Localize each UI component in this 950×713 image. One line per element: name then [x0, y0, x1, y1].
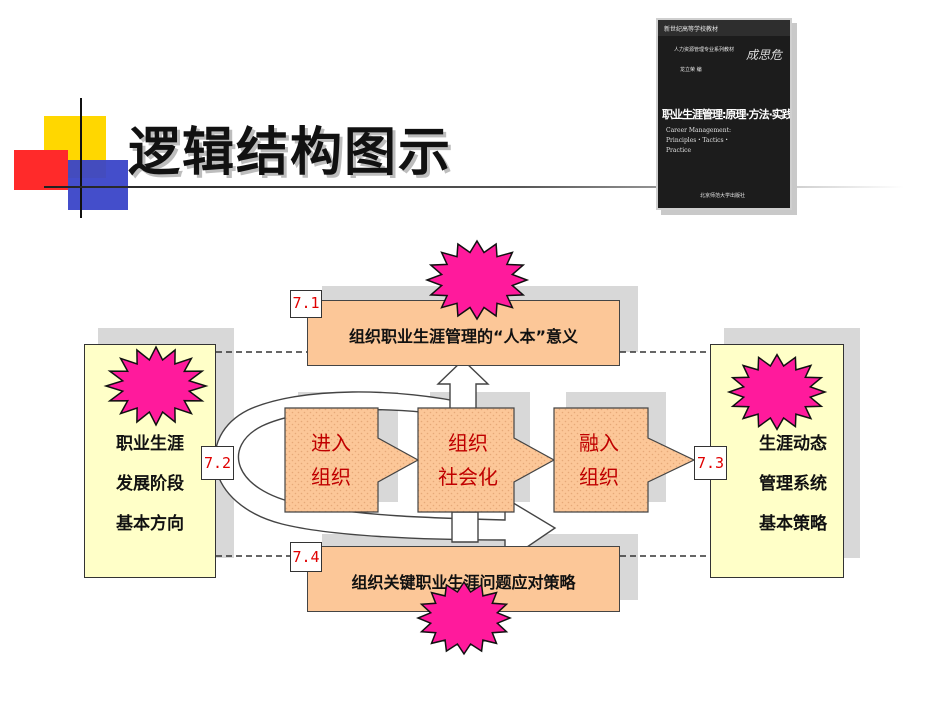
stage-label-line: 社会化 [438, 465, 498, 489]
book-editor: 龙立荣 编 [680, 67, 702, 73]
section-number-7-2: 7.2 [201, 446, 234, 480]
right-box-line: 管理系统 [759, 474, 827, 494]
book-title-en-line: Principles・Tactics・ [666, 137, 730, 144]
title-decor-vertical-line [80, 98, 82, 218]
title-decor-blue-square [68, 160, 128, 210]
section-number-7-1: 7.1 [290, 290, 322, 318]
stage-arrow-icon [284, 407, 420, 513]
left-box-line: 职业生涯 [116, 434, 184, 454]
starburst-icon [726, 353, 828, 431]
book-title-en-line: Practice [666, 147, 692, 154]
book-author: 成思危 [745, 48, 782, 62]
book-series-sub: 人力资源管理专业系列教材 [674, 47, 735, 53]
stage-label-integrate: 融入 组织 [564, 426, 634, 494]
title-decor-red-square [14, 150, 68, 190]
right-box-line: 基本策略 [759, 514, 827, 534]
stage-label-line: 进入 [311, 431, 351, 455]
title-underline [44, 186, 904, 188]
starburst-icon [103, 345, 209, 427]
page-title: 逻辑结构图示 [128, 123, 453, 183]
book-title-en: Career Management: Principles・Tactics・ P… [666, 126, 731, 156]
book-title: 职业生涯管理:原理·方法·实践 [662, 108, 792, 121]
section-number-7-4: 7.4 [290, 542, 322, 572]
stage-label-socialize: 组织 社会化 [422, 426, 514, 494]
starburst-icon [424, 239, 530, 321]
up-arrow-icon [436, 359, 490, 413]
left-box-line: 发展阶段 [116, 474, 184, 494]
stage-arrow-icon [417, 407, 556, 513]
stage-label-line: 组织 [579, 465, 619, 489]
book-title-en-line: Career Management: [666, 127, 732, 134]
starburst-icon [416, 580, 512, 656]
section-number-7-3: 7.3 [694, 446, 727, 480]
stage-arrow-icon [553, 407, 696, 513]
right-box-line: 生涯动态 [759, 434, 827, 454]
book-publisher: 北京师范大学出版社 [700, 193, 746, 199]
stage-label-line: 组织 [311, 465, 351, 489]
book-series: 新世纪高等学校教材 [664, 26, 719, 33]
book-cover-image: 新世纪高等学校教材 人力资源管理专业系列教材 成思危 龙立荣 编 职业生涯管理:… [656, 18, 792, 210]
stage-label-line: 组织 [448, 431, 488, 455]
top-bar-label: 组织职业生涯管理的“人本”意义 [348, 327, 579, 346]
stage-label-enter: 进入 组织 [296, 426, 366, 494]
left-box-line: 基本方向 [116, 514, 184, 534]
stage-label-line: 融入 [579, 431, 619, 455]
